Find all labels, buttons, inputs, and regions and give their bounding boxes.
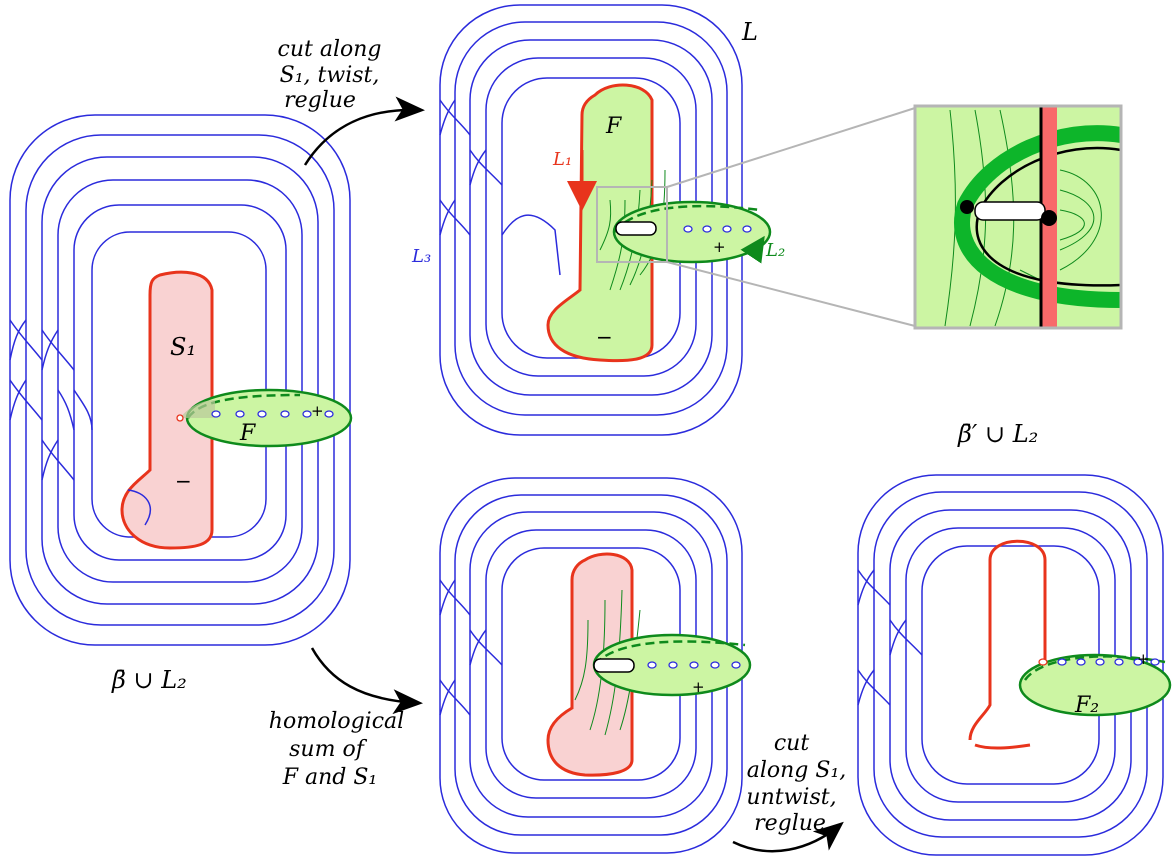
right-plus-label: + <box>1137 650 1150 668</box>
bottom-right-arrow-group: cut along S₁, untwist, reglue <box>732 731 853 853</box>
top-zoom-box <box>596 186 668 263</box>
inset-tube <box>974 201 1046 221</box>
right-caption: β̄′ ∪ L₂ <box>957 420 1038 448</box>
top-l1-label: L₁ <box>552 149 572 170</box>
bottom-left-arrow-group: homological sum of F and S₁ <box>269 647 423 790</box>
zoom-inset <box>666 104 1123 330</box>
left-caption: β̄ ∪ L₂ <box>111 666 187 694</box>
top-l2-label: L₂ <box>765 240 785 261</box>
top-disk-l2 <box>612 200 772 264</box>
top-l2-arrow <box>740 235 765 264</box>
left-minus-label: − <box>175 469 192 493</box>
top-l-label: L <box>741 18 758 46</box>
right-braid-figure: F₂ + β̄′ ∪ L₂ <box>857 420 1172 856</box>
bottom-right-arrow-text: cut along S₁, untwist, reglue <box>746 731 853 836</box>
bottom-braid-figure: + <box>439 477 752 854</box>
bottom-plus-label: + <box>692 678 705 696</box>
inset-fibers <box>944 109 1111 327</box>
top-arrow <box>303 96 425 166</box>
top-f-label: F <box>605 114 622 139</box>
top-puncture-points <box>683 225 752 233</box>
top-braid-figure: L F L₁ L₂ L₃ − + <box>411 4 785 436</box>
top-plus-label: + <box>713 238 726 256</box>
bottom-puncture-points <box>647 661 741 669</box>
top-minus-label: − <box>596 325 613 349</box>
right-puncture-points <box>1038 658 1160 666</box>
bottom-right-arrow <box>732 821 844 853</box>
right-disk-f2 <box>1018 653 1172 717</box>
inset-frame <box>913 104 1123 330</box>
left-blue-strands <box>9 114 351 646</box>
top-l3-strand <box>501 214 561 276</box>
left-f-label: F <box>239 421 256 446</box>
top-surface-f <box>546 83 654 363</box>
bottom-left-arrow <box>310 647 423 715</box>
top-arrow-group: cut along S₁, twist, reglue <box>278 37 425 166</box>
top-tube <box>615 221 657 236</box>
left-s1-hook <box>127 489 151 526</box>
bottom-surface-sum <box>546 552 634 777</box>
left-braid-figure: S₁ F − + β̄ ∪ L₂ <box>9 114 353 694</box>
top-arrow-text: cut along S₁, twist, reglue <box>278 37 389 113</box>
right-f2-label: F₂ <box>1074 693 1099 718</box>
top-l3-label: L₃ <box>411 246 431 267</box>
left-s1-label: S₁ <box>170 333 196 361</box>
left-surface-s1 <box>120 270 214 550</box>
left-puncture-points <box>176 410 334 422</box>
right-red-curve <box>968 539 1047 741</box>
bottom-left-arrow-text: homological sum of F and S₁ <box>269 709 411 790</box>
left-plus-label: + <box>311 402 324 420</box>
